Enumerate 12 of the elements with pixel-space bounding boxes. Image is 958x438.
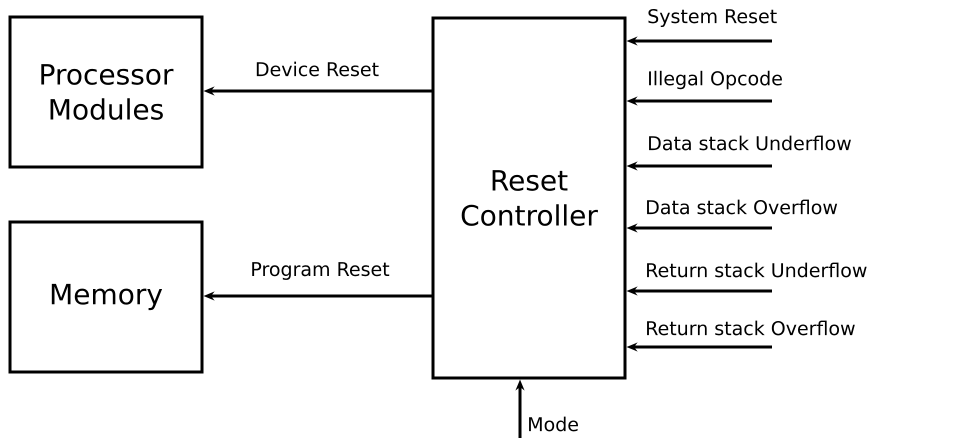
edge-label: Return stack Underflow [647,262,867,278]
edge-label: Device Reset [256,62,379,76]
block-box: Memory [8,220,204,374]
edge-label: Program Reset [252,262,390,280]
block-box: Processor Modules [8,16,204,168]
block-box: Reset Controller [432,16,626,380]
edge-label: Data stack Overflow [647,200,838,214]
edge-label: Return stack Overflow [647,320,855,336]
edge-label: Mode [529,416,578,432]
edge-label: Illegal Opcode [649,70,782,90]
edge-label: System Reset [648,8,777,28]
edge-label: Data stack Underflow [649,136,851,150]
